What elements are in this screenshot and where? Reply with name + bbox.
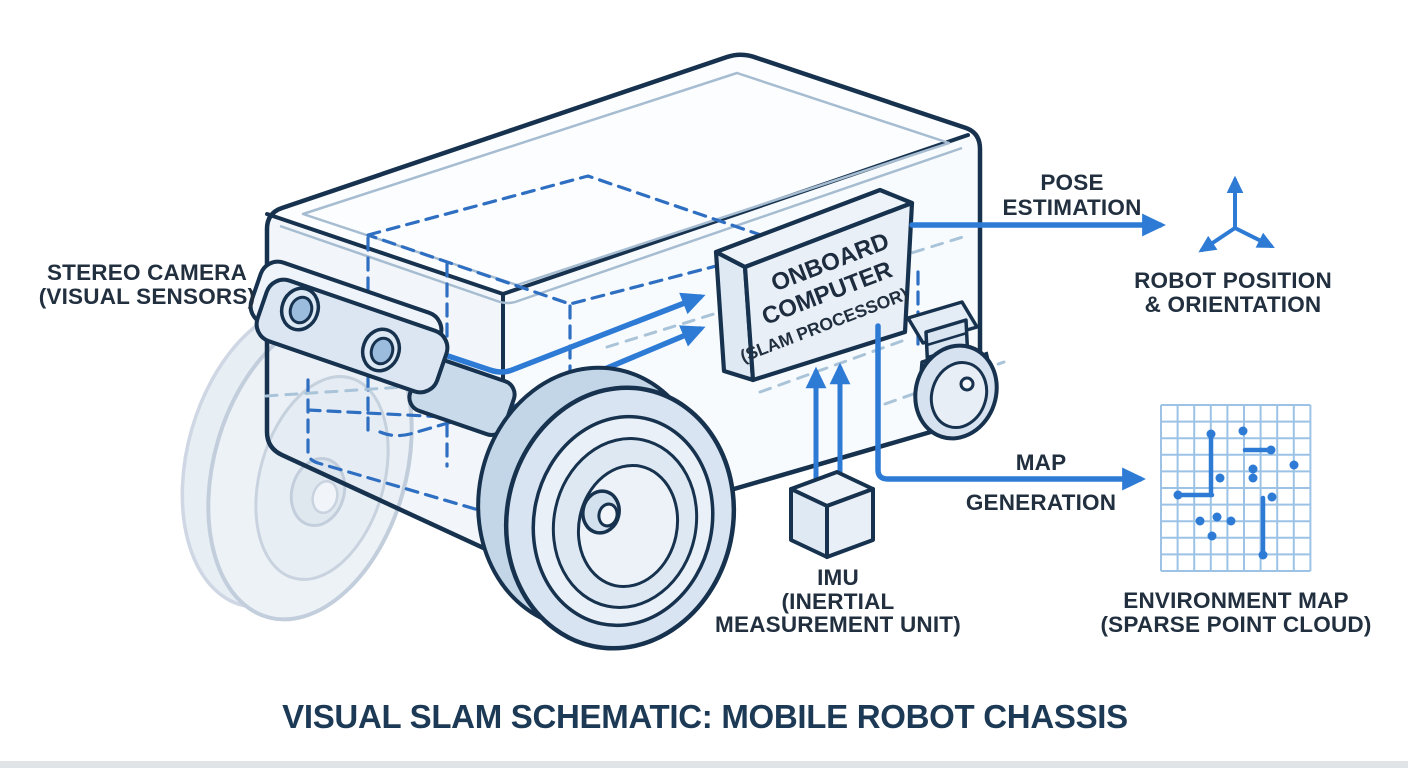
map-feature-point xyxy=(1195,516,1205,526)
map-feature-point xyxy=(1267,492,1277,502)
imu-label-line1: IMU xyxy=(817,565,859,590)
camera-lens-left xyxy=(279,286,321,332)
robot-position-label-line2: & ORIENTATION xyxy=(1145,292,1322,317)
map-feature-point xyxy=(1289,460,1299,470)
imu-label-line2: (INERTIAL xyxy=(781,589,894,614)
robot-position-label-line1: ROBOT POSITION xyxy=(1134,268,1332,293)
environment-map-label-line1: ENVIRONMENT MAP xyxy=(1123,588,1349,613)
map-feature-point xyxy=(1215,473,1225,483)
stereo-camera-label-line2: (VISUAL SENSORS) xyxy=(39,284,256,309)
hidden-floor-edge xyxy=(264,380,480,398)
imu-right-face xyxy=(825,487,875,559)
computer-front-face xyxy=(742,200,915,383)
camera-lens-right xyxy=(360,327,402,373)
stereo-camera-label-line1: STEREO CAMERA xyxy=(47,260,247,285)
map-feature-point xyxy=(1266,445,1276,455)
environment-map-label-line2: (SPARSE POINT CLOUD) xyxy=(1100,612,1371,637)
drive-wheel xyxy=(476,365,737,651)
map-feature-point xyxy=(1226,516,1236,526)
pose-estimation-label-line2: ESTIMATION xyxy=(1002,195,1141,220)
chassis-top-face xyxy=(267,52,980,295)
bottom-edge-strip xyxy=(0,761,1408,768)
map-feature-point xyxy=(1206,429,1216,439)
map-feature-point xyxy=(1248,464,1258,474)
pose-estimation-label-line1: POSE xyxy=(1040,170,1103,195)
imu-box xyxy=(789,470,875,559)
camera-to-computer-arrow-1 xyxy=(427,292,706,375)
diagram-labels: STEREO CAMERA (VISUAL SENSORS) POSE ESTI… xyxy=(39,170,1372,735)
stereo-camera-module xyxy=(248,259,517,437)
wheel-axle xyxy=(597,502,619,528)
map-feature-point xyxy=(1258,550,1268,560)
hidden-inner-box xyxy=(306,378,542,530)
map-generation-arrow xyxy=(875,323,1146,491)
caster-rim xyxy=(929,361,989,429)
onboard-computer-box xyxy=(713,187,915,383)
diagram-title: VISUAL SLAM SCHEMATIC: MOBILE ROBOT CHAS… xyxy=(282,698,1128,735)
imu-label-line3: MEASUREMENT UNIT) xyxy=(715,612,961,637)
map-generation-label-line1: MAP xyxy=(1016,450,1067,475)
axis-right xyxy=(1233,226,1275,248)
map-generation-label-line2: GENERATION xyxy=(966,490,1116,515)
map-feature-point xyxy=(1248,473,1258,483)
map-feature-point xyxy=(1207,531,1217,541)
point-cloud-grid-icon xyxy=(1160,404,1312,572)
map-feature-point xyxy=(1212,512,1222,522)
axis-left xyxy=(1198,226,1237,253)
caster-wheel xyxy=(906,300,999,441)
caster-bolt xyxy=(959,376,975,392)
xyz-axes-icon xyxy=(1198,175,1275,253)
imu-data-arrows xyxy=(805,362,851,485)
lid-lip-line xyxy=(279,146,963,305)
map-feature-point xyxy=(1173,490,1183,500)
map-feature-point xyxy=(1238,426,1248,436)
